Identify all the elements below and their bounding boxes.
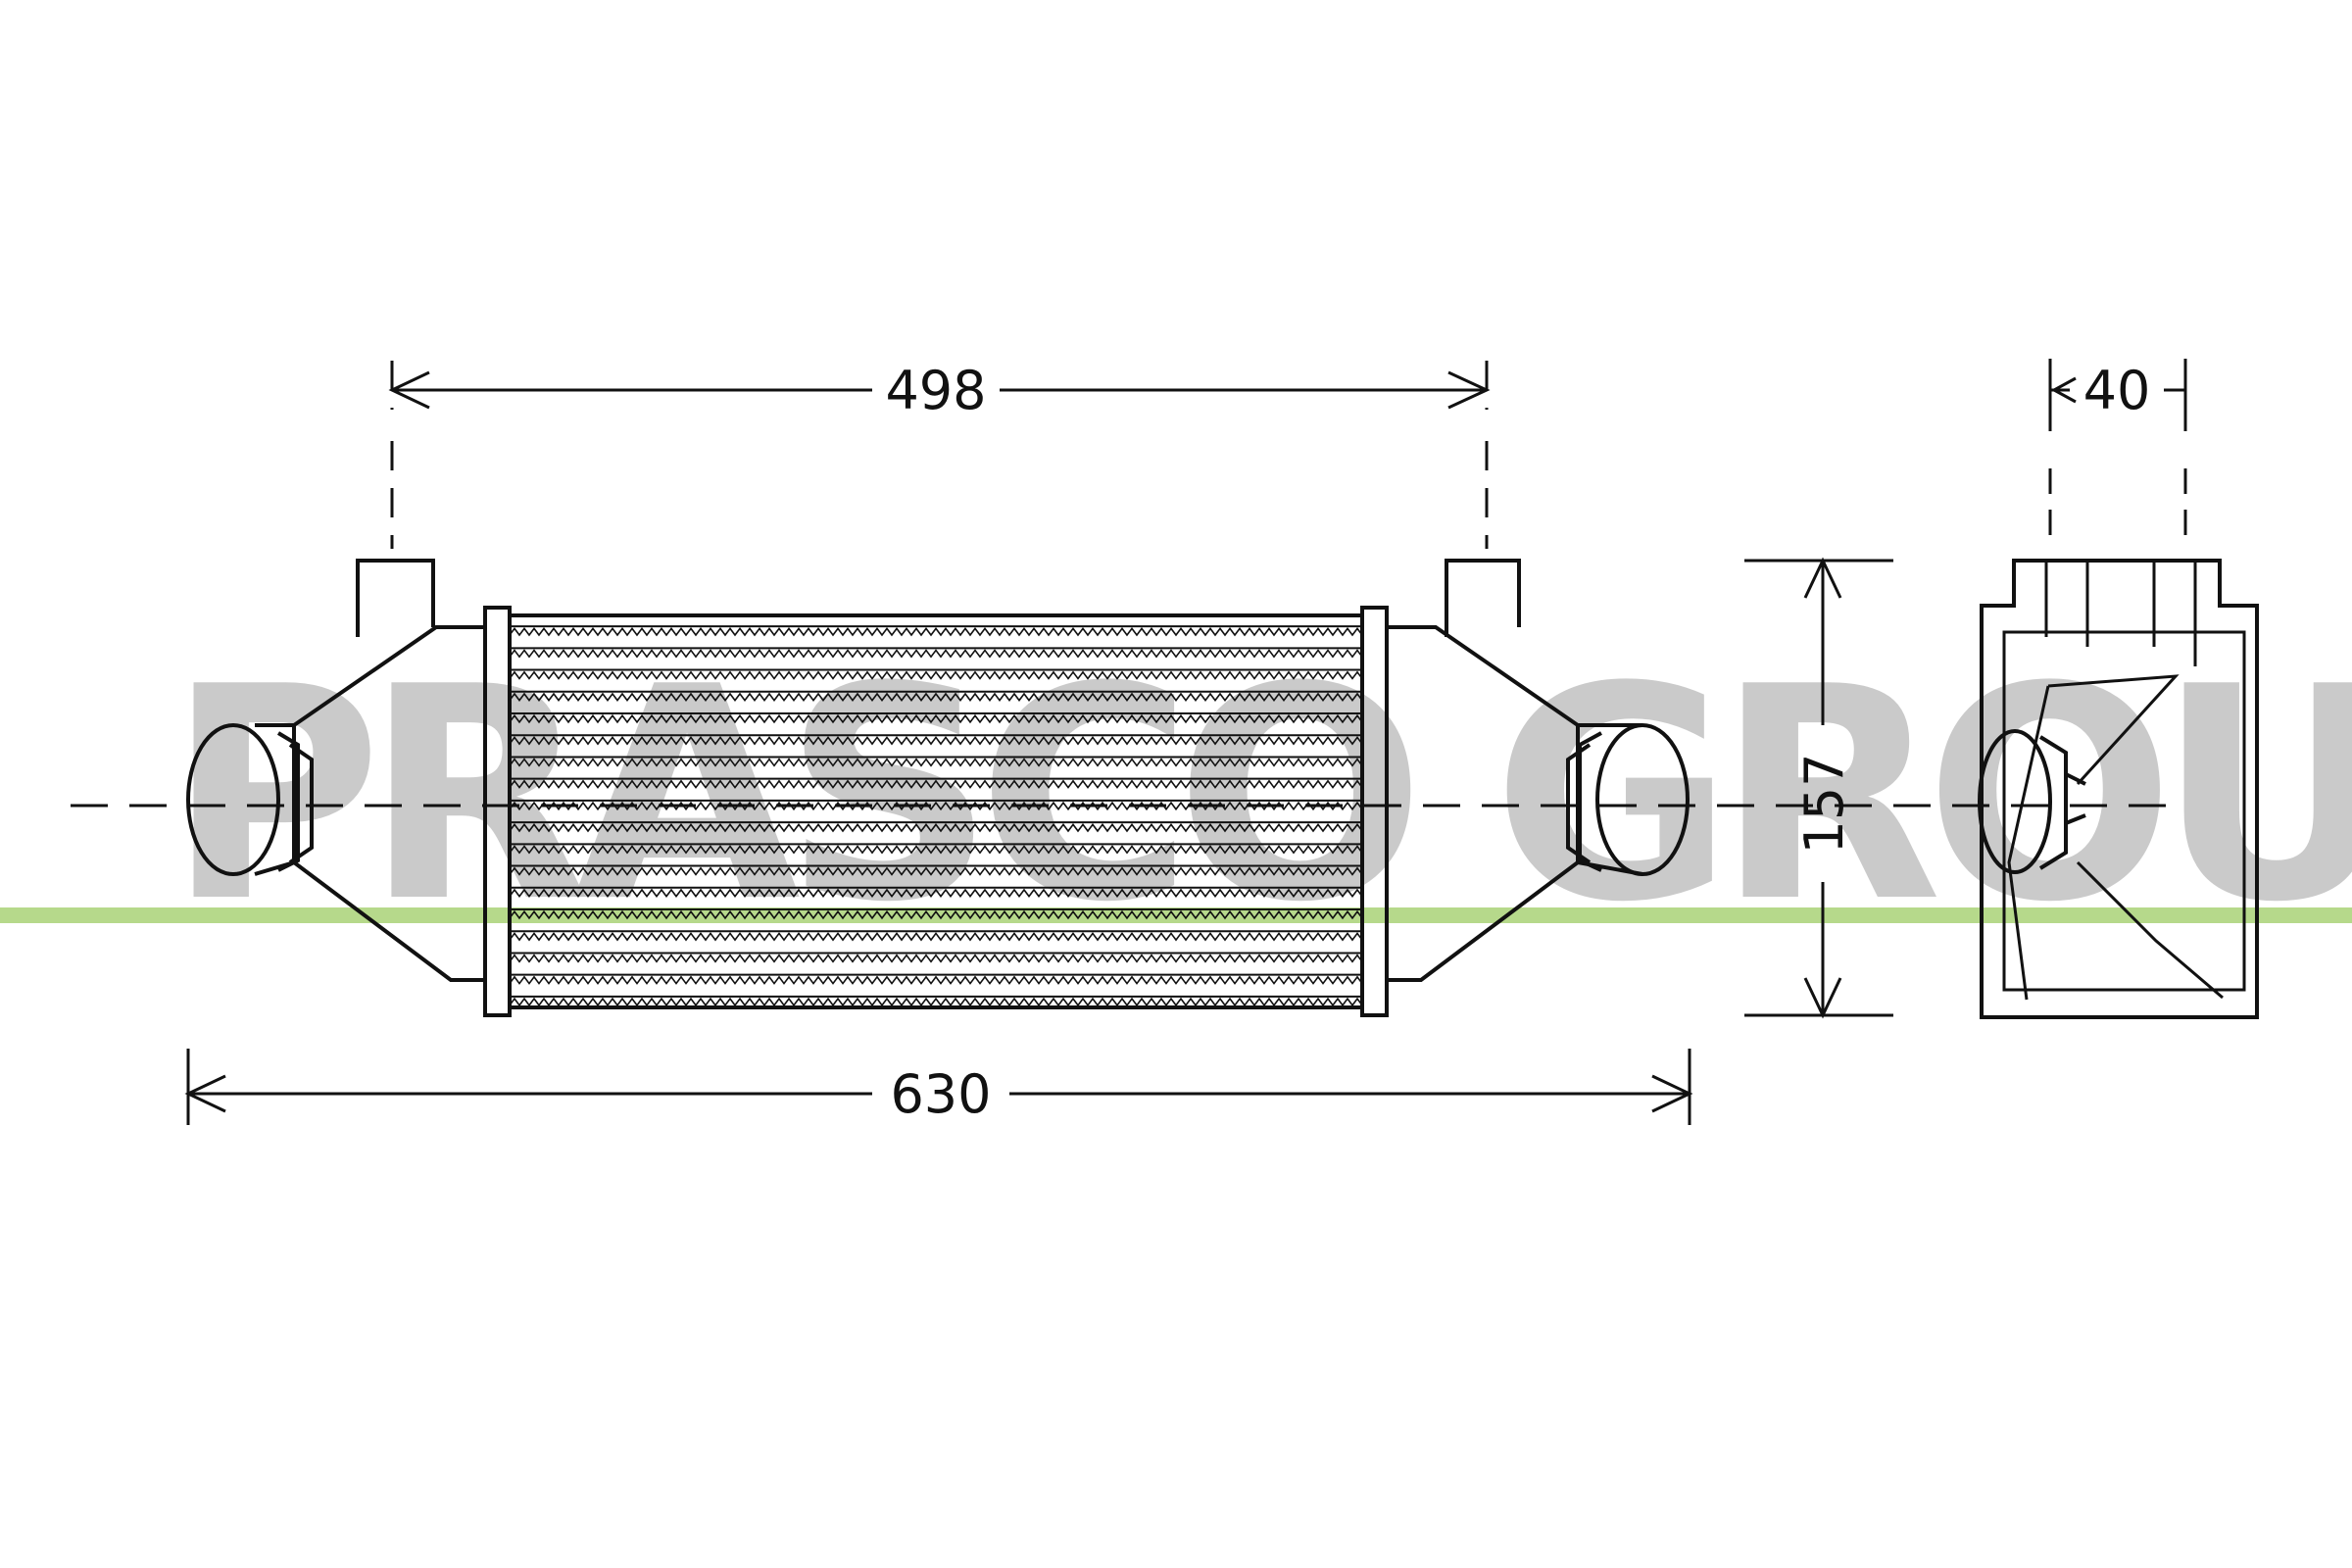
core-fin — [509, 779, 1363, 789]
core-fin — [509, 932, 1363, 942]
left-mounting-lug — [356, 559, 435, 637]
dimension-lines — [71, 359, 2187, 1125]
core-fin — [509, 866, 1363, 876]
dimension-labels: 498 630 157 40 — [885, 360, 2150, 1125]
core-tubes — [509, 625, 1363, 1007]
dim-40-label: 40 — [2083, 360, 2151, 421]
core-fin — [509, 692, 1363, 703]
dim-157-label: 157 — [1793, 753, 1855, 854]
core-fin — [509, 822, 1363, 833]
core-fin — [509, 845, 1363, 855]
core-fin — [509, 758, 1363, 767]
dim-498-label: 498 — [885, 360, 986, 421]
side-view — [1978, 559, 2259, 1019]
core-fin — [509, 626, 1363, 637]
core-fin — [509, 997, 1363, 1007]
right-outlet-pipe — [1566, 723, 1690, 876]
core-fin — [509, 801, 1363, 811]
core — [483, 606, 1389, 1017]
core-fin — [509, 670, 1363, 680]
front-view — [186, 559, 1690, 1017]
core-fin — [509, 888, 1363, 899]
right-mounting-lug — [1445, 559, 1521, 637]
core-fin — [509, 954, 1363, 963]
dim-630-label: 630 — [890, 1063, 991, 1125]
core-fin — [509, 975, 1363, 985]
side-top-ribs — [2044, 561, 2197, 666]
core-fin — [509, 649, 1363, 659]
left-inlet-pipe — [186, 723, 314, 876]
side-pipe — [1978, 729, 2086, 874]
side-outline — [1980, 559, 2259, 1019]
watermark: PRASCO GROUP — [0, 624, 2352, 966]
core-fin — [509, 736, 1363, 746]
core-fin — [509, 909, 1363, 920]
left-end-tank — [292, 625, 485, 982]
core-fin — [509, 713, 1363, 724]
